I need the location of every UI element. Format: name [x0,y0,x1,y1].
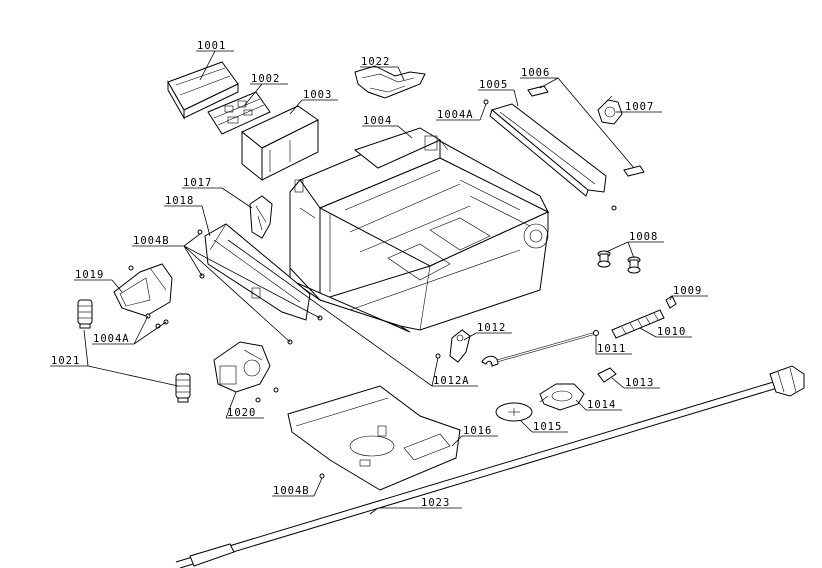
part-1011-cable [481,330,599,367]
label-1006: 1006 [521,67,550,79]
part-1016-base-plate [287,385,461,491]
part-1013-clip [597,367,617,383]
part-1018-side-panel [204,223,311,321]
part-1005-rail [489,103,607,197]
part-1009-clip [665,295,677,309]
label-1004b-bottom: 1004B [273,485,310,497]
label-1018: 1018 [165,195,194,207]
label-1013: 1013 [625,377,654,389]
label-1001: 1001 [197,40,226,52]
part-1008-foot-left [597,250,611,268]
label-1003: 1003 [303,89,332,101]
label-1004b-left: 1004B [133,235,170,247]
part-1023-hose [175,365,805,568]
part-1006-clip-bottom [623,165,645,177]
part-1006-clip-top [527,85,549,97]
part-1007-sensor [597,95,623,125]
label-1012: 1012 [477,322,506,334]
label-1012a: 1012A [433,375,470,387]
label-1004: 1004 [363,115,392,127]
label-1019: 1019 [75,269,104,281]
part-1002-circuit-board [207,91,271,135]
label-1010: 1010 [657,326,686,338]
part-1004-base-tub [289,127,550,333]
part-1015-disc [495,402,533,422]
label-1007: 1007 [625,101,654,113]
part-1017-bracket [249,195,273,239]
label-1002: 1002 [251,73,280,85]
part-1019-bracket [113,263,173,317]
part-1021-foot-lower [175,373,191,403]
part-1010-threaded-rod [611,309,665,339]
label-1009: 1009 [673,285,702,297]
label-1022: 1022 [361,56,390,68]
part-1003-cover-box [241,105,319,182]
label-1008: 1008 [629,231,658,243]
part-1008-foot-right [627,256,641,274]
part-1020-pump-bracket [213,341,271,393]
label-1017: 1017 [183,177,212,189]
part-1021-foot-upper [77,299,93,329]
part-1022-bracket [354,65,426,99]
part-1014-pump [539,383,585,411]
label-1021: 1021 [51,355,80,367]
part-1012-float [449,329,471,363]
callout-labels: 1001 1002 1003 1022 1004 1004A 1005 1006… [51,40,702,509]
label-1014: 1014 [587,399,616,411]
part-1001-control-board [167,61,239,120]
leader-lines [50,50,708,515]
label-1011: 1011 [597,343,626,355]
label-1015: 1015 [533,421,562,433]
label-1005: 1005 [479,79,508,91]
label-1023: 1023 [421,497,450,509]
label-1020: 1020 [227,407,256,419]
label-1004a-top: 1004A [437,109,474,121]
label-1004a-left: 1004A [93,333,130,345]
label-1016: 1016 [463,425,492,437]
